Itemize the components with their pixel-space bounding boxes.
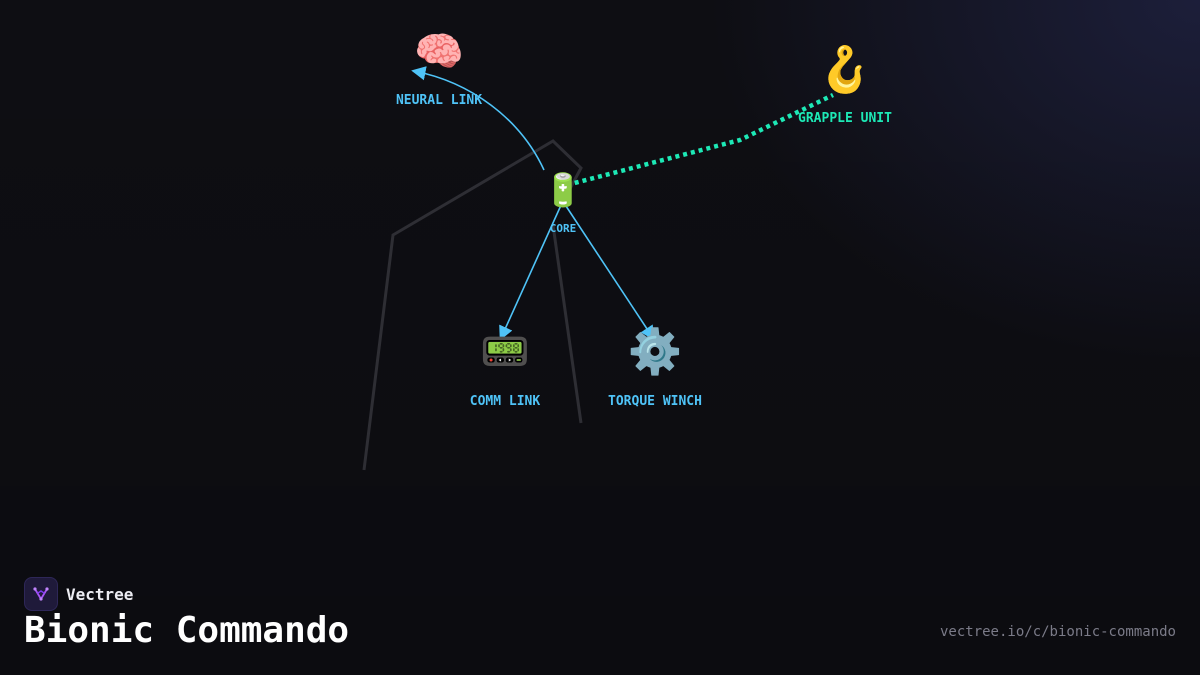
- page-url[interactable]: vectree.io/c/bionic-commando: [939, 624, 1176, 640]
- edges-layer: [411, 66, 834, 341]
- page-title: Bionic Commando: [24, 610, 350, 651]
- node-grapple[interactable]: 🪝 GRAPPLE UNIT: [798, 45, 892, 127]
- gear-icon: ⚙️: [628, 327, 683, 378]
- vectree-logo-icon: [24, 577, 58, 611]
- node-label-comm: COMM LINK: [470, 394, 541, 409]
- decor-line-right: [551, 224, 583, 424]
- brain-icon: 🧠: [414, 29, 464, 75]
- pager-icon: 📟: [480, 329, 530, 375]
- decor-line-left: [362, 139, 583, 471]
- edge-core-to-comm: [499, 202, 563, 341]
- node-comm[interactable]: 📟 COMM LINK: [470, 329, 541, 409]
- battery-icon: 🔋: [543, 171, 583, 209]
- node-label-core: CORE: [550, 222, 577, 235]
- edge-core-to-neural: [411, 66, 545, 171]
- brand[interactable]: Vectree: [24, 577, 133, 611]
- brand-name: Vectree: [66, 584, 134, 604]
- node-neural[interactable]: 🧠 NEURAL LINK: [396, 29, 482, 108]
- nodes-layer: 🔋 CORE 🧠 NEURAL LINK 🪝 GRAPPLE UNIT 📟 COMM LINK…: [396, 29, 892, 409]
- node-label-grapple: GRAPPLE UNIT: [798, 111, 892, 126]
- edge-core-to-grapple: [566, 92, 834, 188]
- node-label-winch: TORQUE WINCH: [608, 394, 702, 409]
- node-label-neural: NEURAL LINK: [396, 93, 482, 108]
- node-winch[interactable]: ⚙️ TORQUE WINCH: [608, 327, 702, 410]
- node-core[interactable]: 🔋 CORE: [543, 171, 583, 235]
- decor-scaffold: [362, 139, 583, 471]
- edge-core-to-winch: [563, 202, 655, 341]
- hook-icon: 🪝: [818, 45, 873, 96]
